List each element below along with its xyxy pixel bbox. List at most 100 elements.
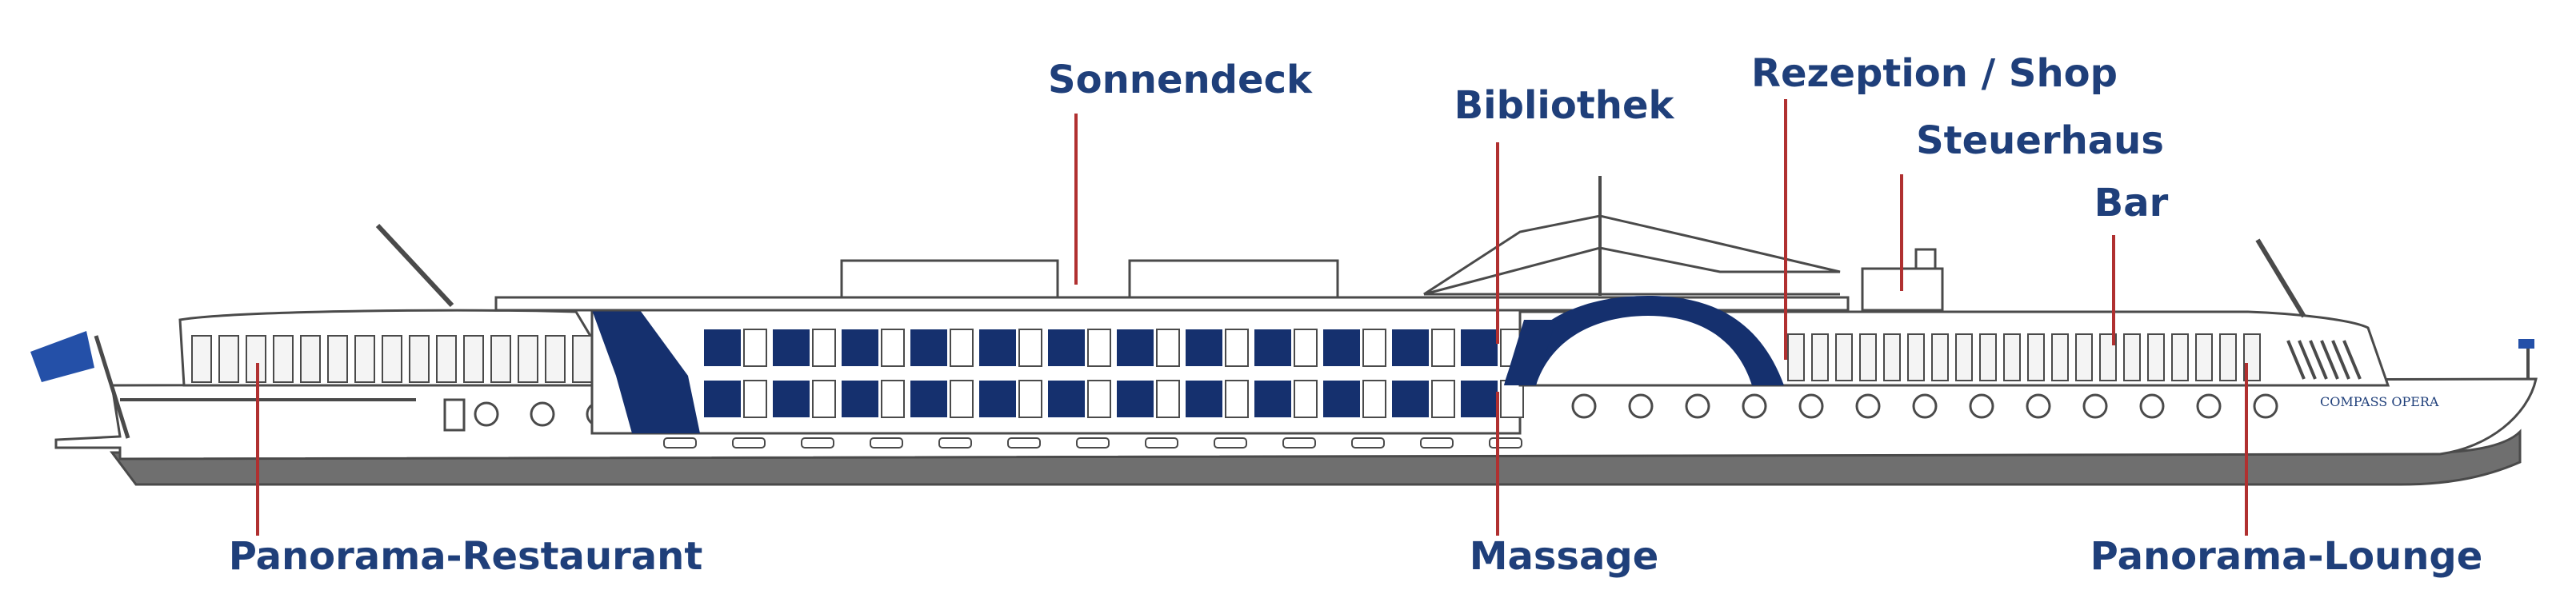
bow-mast [2255,238,2306,318]
bow-glazing [2309,340,2328,380]
cabin-window [1048,329,1085,366]
cabin-window [979,381,1016,417]
cabin-window-frame [1087,380,1111,418]
label-panorama-restaurant: Panorama-Restaurant [229,534,703,579]
bow-portholes [1571,393,2278,419]
deck-port [732,437,766,449]
lounge-window [1955,333,1973,381]
restaurant-window [273,335,294,383]
cabin-window [1254,329,1291,366]
cabin-window-frame [950,329,974,367]
label-rezeption-shop: Rezeption / Shop [1751,51,2118,96]
cabin-window-frame [1362,329,1386,367]
bow-glazing [2320,340,2339,380]
lounge-window [1907,333,1925,381]
label-panorama-lounge: Panorama-Lounge [2090,534,2483,579]
cabin-window [1392,381,1429,417]
porthole [1969,393,1994,419]
cabin-window-frame [812,329,836,367]
restaurant-window [382,335,402,383]
cabin-window [773,381,810,417]
ship-name: COMPASS OPERA [2320,394,2439,409]
lounge-windows [1787,333,2362,381]
lounge-window [2171,333,2189,381]
restaurant-window [191,335,212,383]
lounge-window [1811,333,1829,381]
flagpole [94,335,130,439]
restaurant-window [463,335,484,383]
cabin-window [1461,329,1498,366]
deck-port [1076,437,1110,449]
cabin-window-frame [812,380,836,418]
stern-mast [375,223,454,308]
cabin-window-frame [1156,329,1180,367]
deck-port [1007,437,1041,449]
restaurant-window [409,335,430,383]
cabin-window-frame [743,380,767,418]
cabin-window [1392,329,1429,366]
porthole [2082,393,2108,419]
cabin-window-frame [1018,380,1042,418]
deck-port [663,437,697,449]
cabin-window [842,381,878,417]
porthole [1742,393,1767,419]
bow-glazing [2331,340,2350,380]
restaurant-window [572,335,593,383]
lounge-window [1883,333,1901,381]
deck-port [1420,437,1454,449]
cabin-window-frame [1018,329,1042,367]
restaurant-window [327,335,348,383]
deck-port [1145,437,1178,449]
porthole [2196,393,2222,419]
lounge-window [1787,333,1805,381]
restaurant-window [300,335,321,383]
cabin-window [1117,329,1154,366]
restaurant-windows [191,335,593,383]
cabin-window [1323,381,1360,417]
restaurant-window [545,335,566,383]
cabin-window [979,329,1016,366]
cabin-window [1048,381,1085,417]
porthole [1855,393,1881,419]
cabin-window [910,329,947,366]
porthole [1912,393,1938,419]
restaurant-window [490,335,511,383]
leader-lines [256,99,2248,536]
cabin-window-frame [743,329,767,367]
stern-door [443,398,466,432]
porthole [2026,393,2051,419]
bow-glazing [2286,340,2306,380]
cabin-window [1323,329,1360,366]
cabin-window-frame [1294,329,1318,367]
lounge-window [2147,333,2165,381]
label-bar: Bar [2094,181,2169,225]
label-massage: Massage [1470,534,1659,579]
sun-deck-canopies [840,259,1339,299]
lounge-window [2075,333,2093,381]
porthole [2253,393,2278,419]
cabin-window-frame [1156,380,1180,418]
navy-accent-left [592,310,700,433]
porthole [2139,393,2165,419]
lounge-window [2051,333,2069,381]
porthole [1628,393,1654,419]
cabin-window [1186,381,1222,417]
restaurant-window [518,335,538,383]
lounge-window [2219,333,2237,381]
cabin-window [1186,329,1222,366]
tent-canopy [1423,214,1841,296]
porthole [1685,393,1710,419]
flag [30,331,94,382]
deck-port [801,437,834,449]
cabin-window [773,329,810,366]
deck-port [1489,437,1522,449]
bow-glazing [2298,340,2317,380]
label-steuerhaus: Steuerhaus [1916,118,2164,163]
restaurant-window [218,335,239,383]
cabin-window-frame [950,380,974,418]
deck-port [1351,437,1385,449]
stern-portholes [474,401,611,427]
deck-port [870,437,903,449]
cabin-window [842,329,878,366]
